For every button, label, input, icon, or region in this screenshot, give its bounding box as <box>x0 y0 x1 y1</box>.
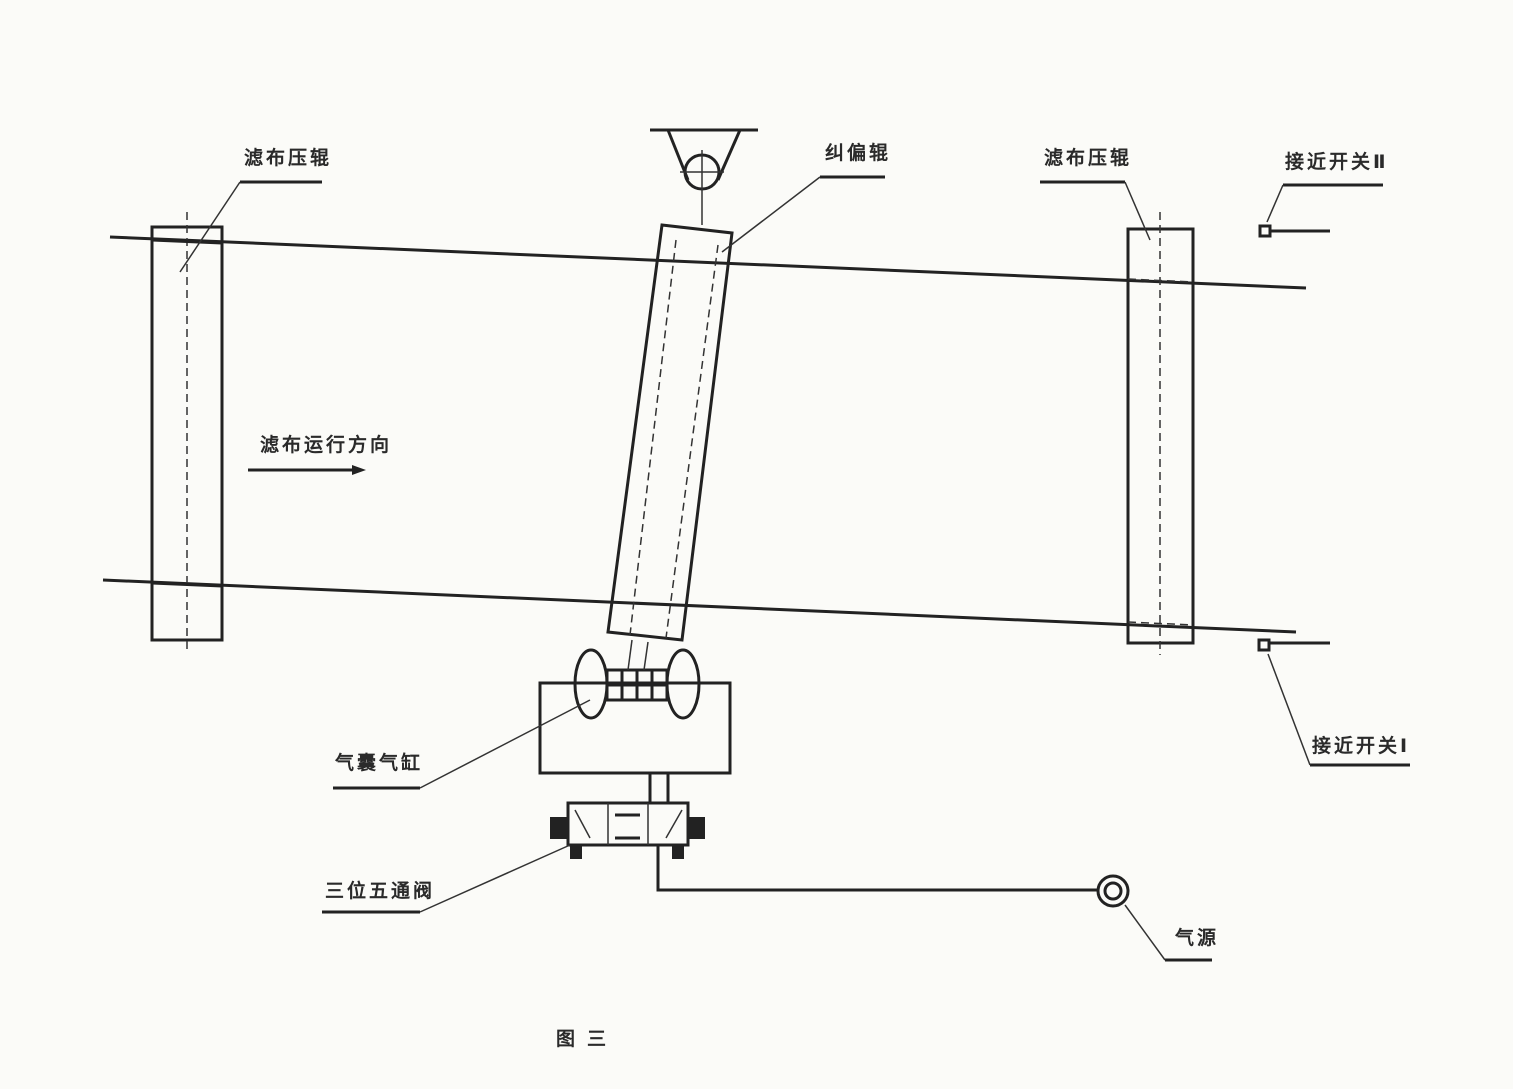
label-correction-roller: 纠偏辊 <box>825 142 892 164</box>
airbag-cylinder <box>538 639 732 775</box>
correction-roller <box>606 128 758 642</box>
label-proximity-switch-1: 接近开关Ⅰ <box>1312 735 1411 757</box>
belt-top-edge <box>109 235 1307 290</box>
belt-bottom-edge <box>102 578 1297 634</box>
air-pipes <box>540 771 1098 892</box>
proximity-switch-2 <box>1258 224 1330 238</box>
label-left-press-roller: 滤布压辊 <box>244 147 333 169</box>
label-valve: 三位五通阀 <box>325 880 436 902</box>
label-cloth-direction: 滤布运行方向 <box>260 434 393 456</box>
three-position-five-way-valve <box>550 801 705 859</box>
proximity-switch-1 <box>1257 638 1330 652</box>
direction-arrow <box>248 465 366 475</box>
figure-caption: 图三 <box>556 1028 619 1050</box>
label-air-source: 气源 <box>1175 927 1220 949</box>
leader-lines <box>179 175 1410 962</box>
label-right-press-roller: 滤布压辊 <box>1044 147 1133 169</box>
label-proximity-switch-2: 接近开关Ⅱ <box>1285 151 1389 173</box>
left-press-roller <box>150 212 224 652</box>
air-source-icon <box>1096 874 1130 908</box>
label-airbag-cylinder: 气囊气缸 <box>335 752 424 774</box>
right-press-roller <box>1126 212 1195 655</box>
